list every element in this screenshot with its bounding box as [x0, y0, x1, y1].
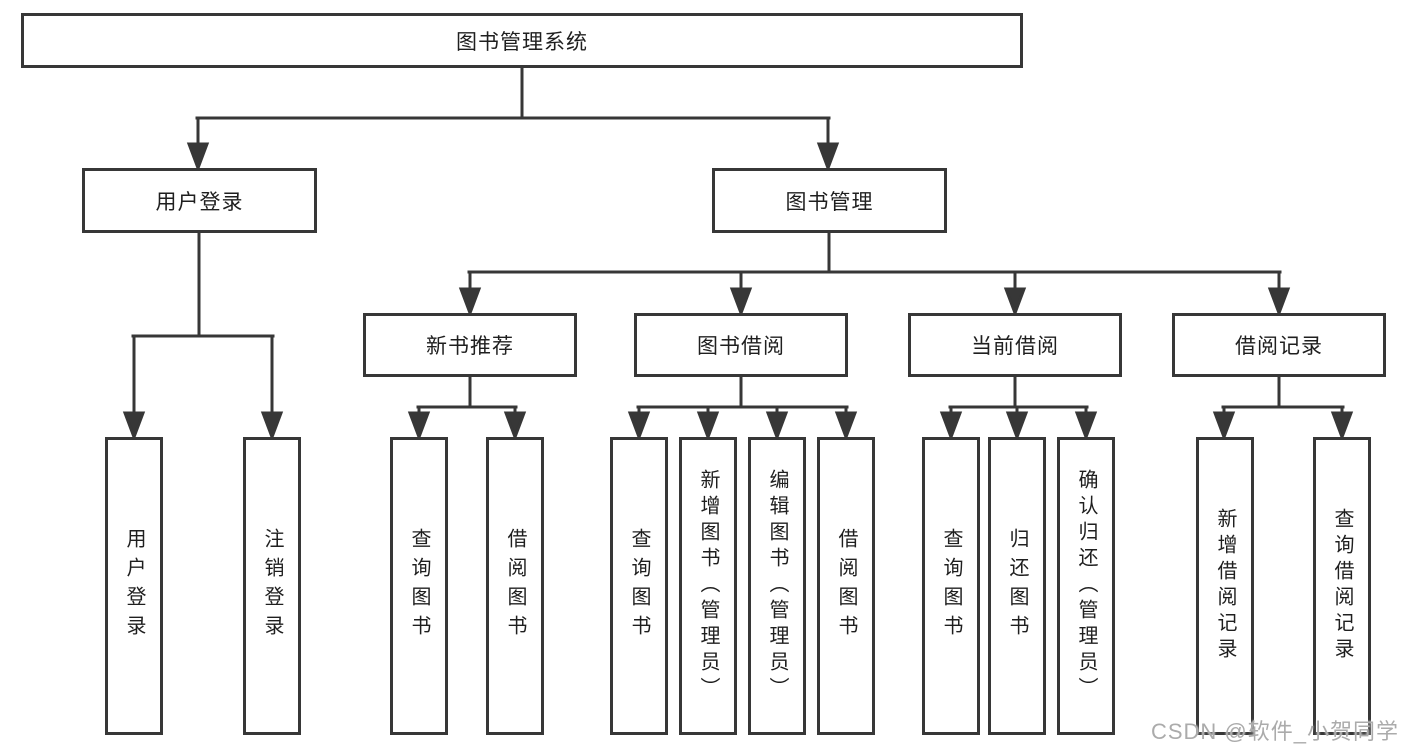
- node-user-login: 用户登录: [82, 168, 317, 233]
- connector-userlogin-to-leaves: [122, 233, 284, 442]
- node-leaf-current-confirm-return-label: 确认归还（管理员）: [1075, 469, 1097, 703]
- node-borrow-records-label: 借阅记录: [1235, 335, 1323, 358]
- node-leaf-borrow-add-books: 新增图书（管理员）: [679, 437, 737, 735]
- node-root: 图书管理系统: [21, 13, 1023, 68]
- node-leaf-user-login-label: 用户登录: [123, 528, 145, 644]
- node-book-borrow-label: 图书借阅: [697, 335, 785, 358]
- node-leaf-records-query-record: 查询借阅记录: [1313, 437, 1371, 735]
- node-leaf-recommend-borrow-books-label: 借阅图书: [504, 528, 526, 644]
- node-leaf-borrow-edit-books-label: 编辑图书（管理员）: [766, 469, 788, 703]
- node-leaf-borrow-edit-books: 编辑图书（管理员）: [748, 437, 806, 735]
- connector-records-to-leaves: [1212, 377, 1354, 442]
- csdn-watermark: CSDN @软件_小贺同学: [1150, 719, 1399, 744]
- node-root-label: 图书管理系统: [456, 30, 588, 54]
- node-leaf-recommend-borrow-books: 借阅图书: [486, 437, 544, 735]
- node-borrow-records: 借阅记录: [1172, 313, 1386, 377]
- node-leaf-borrow-query-books: 查询图书: [610, 437, 668, 735]
- connector-bookborrow-to-leaves: [627, 377, 858, 442]
- connector-currentborrow-to-leaves: [939, 377, 1098, 442]
- node-new-book-recommend-label: 新书推荐: [426, 335, 514, 358]
- connector-recommend-to-leaves: [407, 377, 527, 442]
- node-leaf-current-query-books-label: 查询图书: [940, 528, 962, 644]
- node-leaf-current-return-books-label: 归还图书: [1006, 528, 1028, 644]
- node-leaf-borrow-borrow-books-label: 借阅图书: [835, 528, 857, 644]
- node-leaf-logout: 注销登录: [243, 437, 301, 735]
- node-leaf-borrow-borrow-books: 借阅图书: [817, 437, 875, 735]
- node-leaf-current-query-books: 查询图书: [922, 437, 980, 735]
- node-leaf-records-add-record-label: 新增借阅记录: [1214, 508, 1236, 664]
- node-leaf-borrow-query-books-label: 查询图书: [628, 528, 650, 644]
- node-book-management-label: 图书管理: [785, 190, 874, 214]
- node-leaf-recommend-query-books: 查询图书: [390, 437, 448, 735]
- node-user-login-label: 用户登录: [155, 190, 244, 214]
- node-leaf-logout-label: 注销登录: [261, 528, 283, 644]
- connector-bookmgmt-to-level3: [458, 233, 1291, 318]
- node-leaf-borrow-add-books-label: 新增图书（管理员）: [697, 469, 719, 703]
- node-new-book-recommend: 新书推荐: [363, 313, 577, 377]
- node-current-borrow: 当前借阅: [908, 313, 1122, 377]
- node-leaf-recommend-query-books-label: 查询图书: [408, 528, 430, 644]
- node-book-borrow: 图书借阅: [634, 313, 848, 377]
- connector-root-to-level2: [186, 68, 840, 173]
- node-leaf-records-add-record: 新增借阅记录: [1196, 437, 1254, 735]
- node-leaf-records-query-record-label: 查询借阅记录: [1331, 508, 1353, 664]
- node-current-borrow-label: 当前借阅: [971, 335, 1059, 358]
- node-book-management: 图书管理: [712, 168, 947, 233]
- node-leaf-user-login: 用户登录: [105, 437, 163, 735]
- node-leaf-current-confirm-return: 确认归还（管理员）: [1057, 437, 1115, 735]
- node-leaf-current-return-books: 归还图书: [988, 437, 1046, 735]
